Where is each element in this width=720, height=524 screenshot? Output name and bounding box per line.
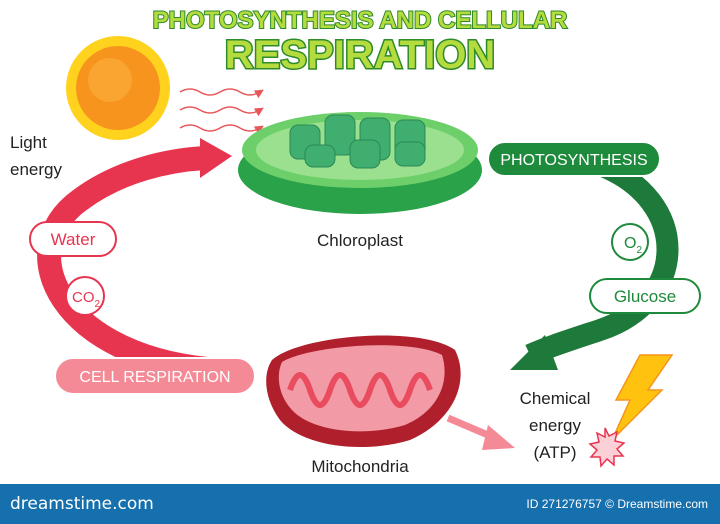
sun-icon (66, 36, 170, 140)
co2-badge (65, 276, 105, 316)
footer-logo[interactable]: dreamstime.com (10, 494, 154, 514)
co2-label: CO2 (72, 289, 101, 310)
light-label: Light (10, 133, 47, 152)
water-badge (29, 221, 117, 257)
title: PHOTOSYNTHESIS AND CELLULAR RESPIRATION (152, 6, 569, 79)
glucose-label: Glucose (614, 287, 676, 306)
light-rays (179, 88, 264, 135)
cell-respiration-label: CELL RESPIRATION (79, 369, 230, 386)
o2-label: O2 (624, 235, 642, 256)
cell-respiration-badge (54, 357, 256, 395)
spark-icon (588, 427, 626, 468)
chloroplast-icon (238, 112, 482, 214)
photosynthesis-label: PHOTOSYNTHESIS (500, 152, 647, 169)
respiration-arrow (37, 146, 221, 382)
chloroplast-label: Chloroplast (317, 231, 403, 250)
footer-id: ID 271276757 © Dreamstime.com (526, 497, 708, 511)
atp-arrowhead (482, 425, 515, 450)
photosynthesis-badge (487, 141, 661, 177)
glucose-badge (589, 278, 701, 314)
atp-label: (ATP) (533, 443, 576, 462)
energy-label: energy (10, 160, 62, 179)
diagram: PHOTOSYNTHESIS AND CELLULAR RESPIRATION … (10, 6, 701, 476)
energy-label-2: energy (529, 416, 581, 435)
photosynthesis-arrow (525, 154, 679, 366)
mitochondria-icon (266, 335, 461, 448)
title-line-2: RESPIRATION (225, 33, 495, 77)
photosynthesis-arrowhead (510, 335, 558, 370)
respiration-arrowhead (200, 138, 232, 178)
o2-badge (611, 223, 649, 261)
water-label: Water (51, 230, 96, 249)
chemical-label: Chemical (520, 389, 591, 408)
title-line-1: PHOTOSYNTHESIS AND CELLULAR (153, 7, 568, 34)
footer-bar: dreamstime.com ID 271276757 © Dreamstime… (0, 484, 720, 524)
lightning-icon (611, 354, 674, 441)
mitochondria-label: Mitochondria (311, 457, 409, 476)
